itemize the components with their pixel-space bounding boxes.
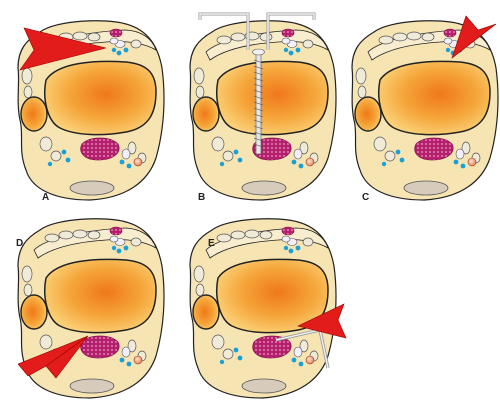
panel-a: A — [17, 19, 165, 203]
panel-label-b: B — [198, 192, 205, 203]
red-arrow-e — [297, 303, 347, 339]
panel-label-e: E — [208, 238, 215, 249]
panel-c: C — [351, 15, 499, 203]
panel-b: B — [189, 12, 337, 203]
panel-d: D — [16, 217, 165, 399]
panel-e: E — [189, 217, 347, 399]
panel-label-a: A — [42, 192, 49, 203]
red-arrow-c — [451, 15, 497, 59]
cross-section-c — [351, 19, 499, 201]
panel-label-c: C — [362, 192, 369, 203]
screw-instrument — [198, 12, 316, 155]
red-arrow-d — [17, 335, 89, 379]
cross-section-b — [189, 19, 337, 201]
cross-section-d — [17, 217, 165, 399]
panel-label-d: D — [16, 238, 23, 249]
red-arrow-a — [19, 27, 107, 71]
